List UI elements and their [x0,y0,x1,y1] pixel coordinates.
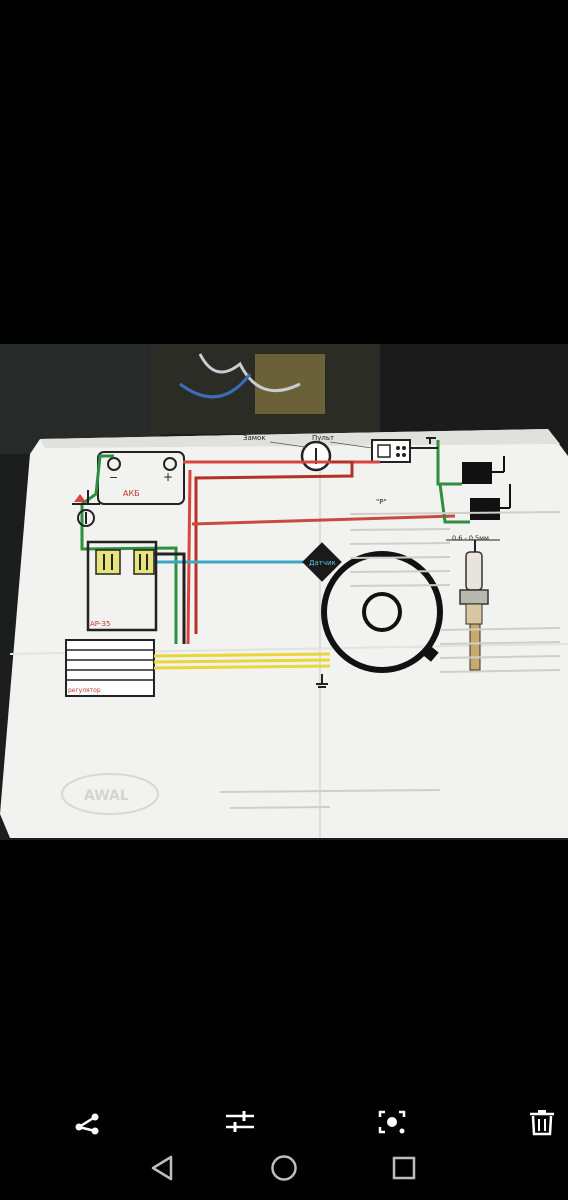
photo-wiring-diagram[interactable]: − + АКБ Замок Пульт [0,344,568,840]
delete-button[interactable] [522,1102,562,1142]
share-button[interactable] [68,1102,108,1142]
remote-label: Пульт [312,434,334,442]
battery-label: АКБ [123,489,140,498]
brand-logo: AWAL [84,788,129,804]
lens-button[interactable] [372,1102,412,1142]
regulator-label: АР-35 [90,620,110,628]
recents-button[interactable] [382,1148,426,1188]
wiring-diagram-photo: − + АКБ Замок Пульт [0,344,568,840]
back-icon [149,1154,175,1182]
image-action-toolbar [0,1096,568,1148]
battery-plus: + [163,470,173,484]
recents-icon [391,1155,417,1181]
home-button[interactable] [262,1148,306,1188]
stator-label: регулятор [68,687,101,694]
lens-icon [376,1108,408,1136]
back-button[interactable] [140,1148,184,1188]
gap-label: 0,6 - 0,5мм [452,534,489,542]
edit-button[interactable] [220,1102,260,1142]
delete-icon [528,1108,556,1136]
adjust-icon [224,1109,256,1135]
system-navigation-bar [0,1144,568,1190]
battery-minus: − [109,471,118,484]
home-icon [270,1154,298,1182]
lock-label: Замок [243,434,266,442]
share-icon [73,1109,103,1135]
sensor-label: Датчик [309,559,336,567]
p-mark: "Р" [376,498,387,506]
